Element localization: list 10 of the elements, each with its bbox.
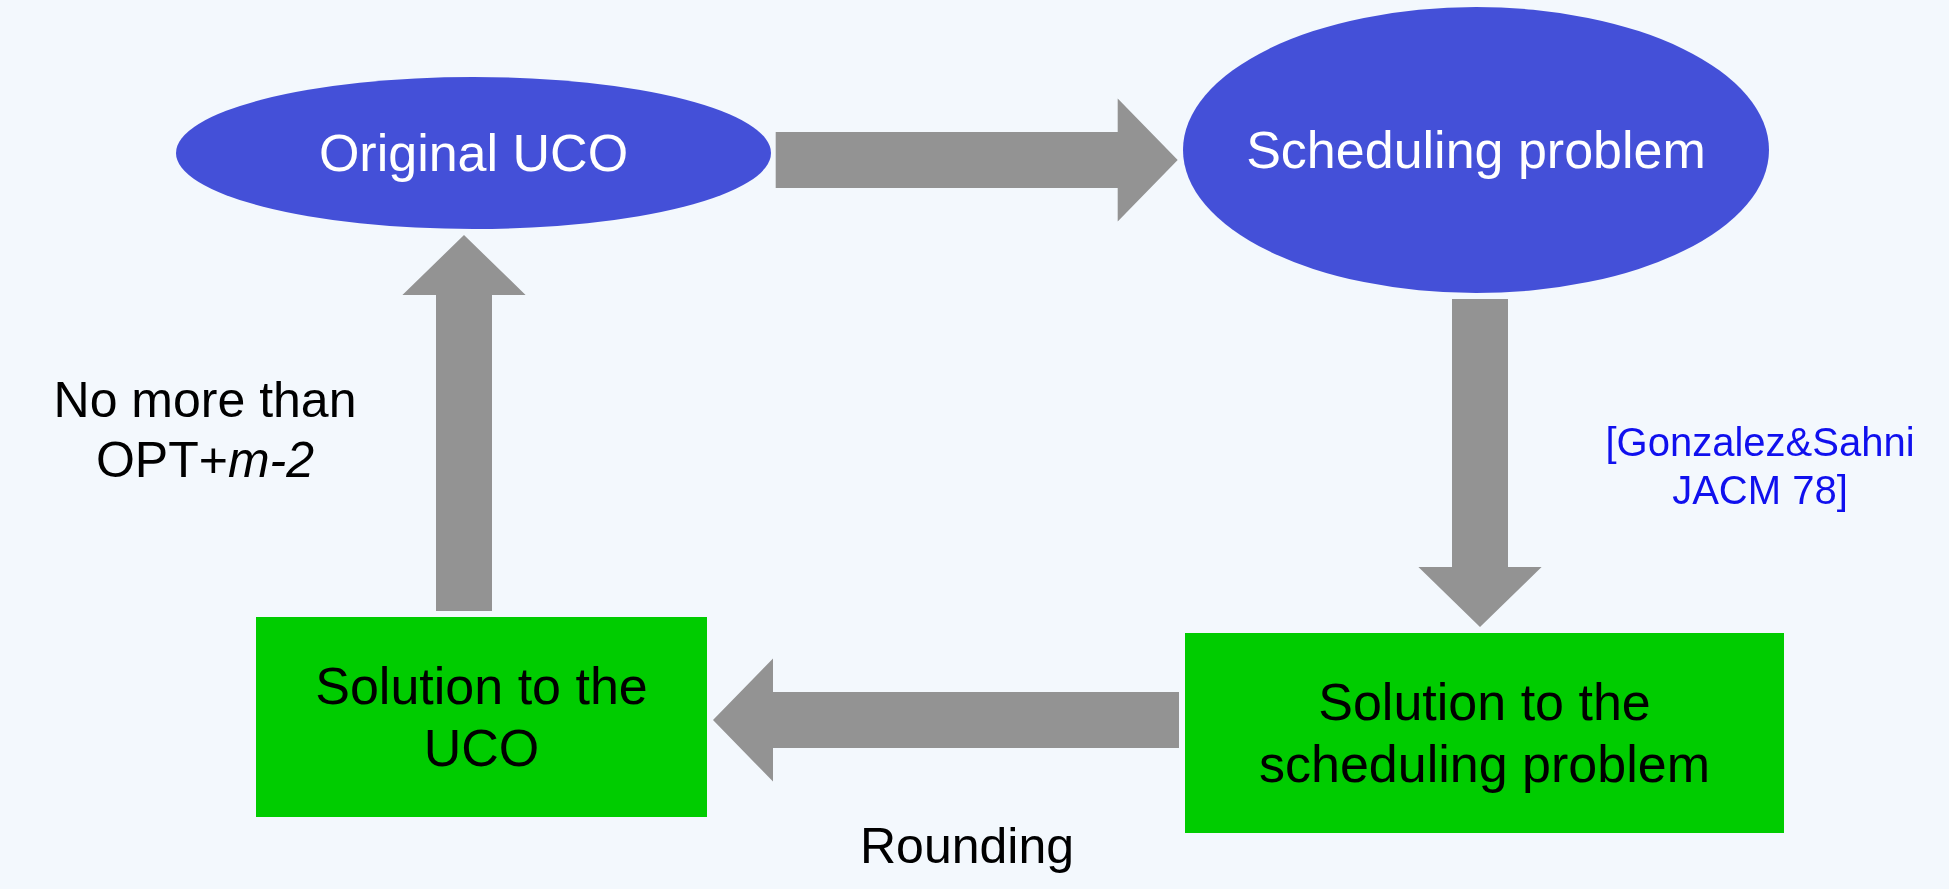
block-arrow [713,658,1179,782]
process-box [256,617,707,817]
block-arrow [775,98,1178,222]
block-arrow [402,235,526,611]
node-label: Scheduling problem [1246,119,1706,181]
node-label: Original UCO [318,122,629,184]
block-arrow [1418,299,1542,627]
process-box [1185,633,1784,833]
node-label: Solution to the scheduling problem [1258,671,1711,795]
node-label: Solution to the UCO [314,655,649,779]
